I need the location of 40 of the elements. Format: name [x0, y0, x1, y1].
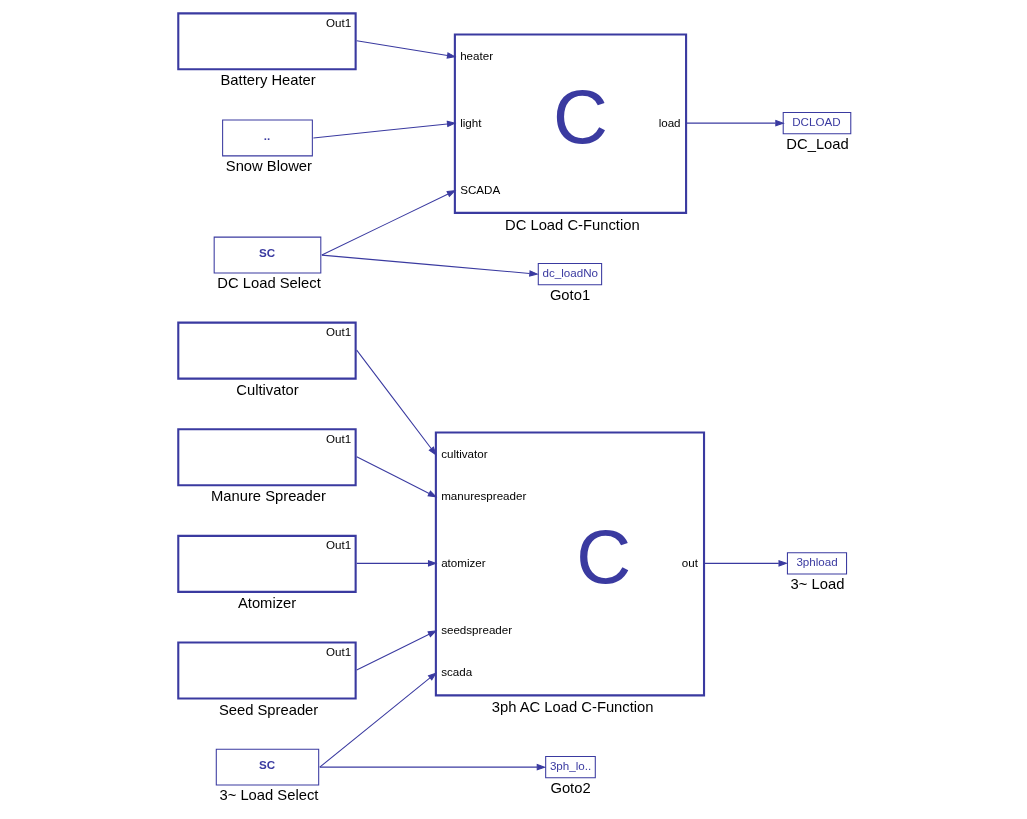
arrow — [355, 40, 456, 59]
arrow — [703, 560, 788, 567]
arrow — [320, 254, 539, 277]
node-box: Out1 — [176, 321, 357, 380]
arrow — [318, 672, 437, 768]
node-label: Manure Spreader — [210, 488, 326, 505]
node-label: 3~ Load — [790, 575, 844, 592]
arrow — [320, 190, 456, 256]
node-label: Snow Blower — [225, 157, 312, 174]
node-label: Cultivator — [235, 381, 299, 398]
node-box: SC — [215, 748, 319, 786]
node-label: 3~ Load Select — [218, 787, 318, 804]
arrow — [318, 763, 546, 771]
node-label: DC Load C-Function — [504, 216, 640, 233]
arrow — [685, 119, 785, 127]
node-box: Out1 — [176, 534, 357, 593]
node-box: 3ph_lo.. — [544, 756, 596, 779]
node-label: DC_Load — [785, 135, 849, 152]
node-label: 3ph AC Load C-Function — [491, 699, 654, 716]
node-box: cultivator manurespreader atomizer C out seedspreader scada — [434, 431, 705, 697]
node-box: Out1 — [176, 428, 357, 487]
arrow — [355, 349, 437, 456]
node-label: DC Load Select — [216, 275, 321, 292]
node-label: Seed Spreader — [218, 701, 318, 718]
node-label: Battery Heater — [220, 72, 316, 89]
node-box: 3phload — [786, 552, 847, 575]
node-label: Atomizer — [237, 594, 296, 611]
node-label: Goto1 — [549, 286, 590, 303]
node-box: SC — [213, 236, 321, 274]
node-box: heater light C load SCADA — [453, 33, 687, 214]
node-box: DCLOAD — [782, 112, 851, 135]
node-box: dc_loadNo — [537, 263, 602, 286]
node-box: Out1 — [176, 641, 357, 700]
node-box: Out1 — [176, 12, 357, 71]
arrow — [355, 630, 437, 671]
node-label: Goto2 — [549, 779, 591, 796]
arrow — [312, 120, 456, 139]
arrow — [355, 560, 437, 567]
arrow — [355, 456, 437, 498]
node-box: .. — [221, 119, 313, 157]
